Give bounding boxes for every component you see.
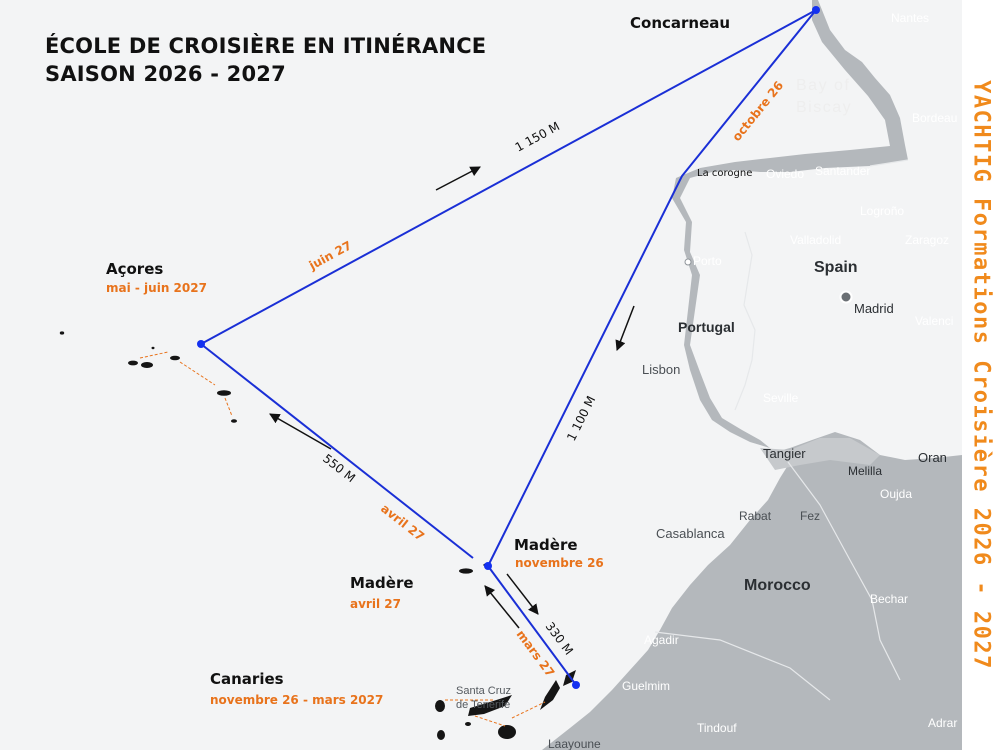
direction-arrows	[269, 166, 635, 629]
label-oran: Oran	[918, 450, 947, 465]
border-portugal-spain	[734, 231, 756, 411]
route-concarneau-madere	[487, 9, 817, 567]
border-morocco-algeria	[787, 461, 901, 681]
arrow-canaries-madere	[484, 585, 520, 629]
stop-acores-name: Açores	[106, 260, 163, 278]
waypoint-concarneau[interactable]	[812, 6, 820, 14]
stop-acores-date: mai - juin 2027	[106, 281, 207, 295]
route-acores-concarneau	[200, 9, 817, 345]
route-madere-acores	[200, 343, 474, 559]
landmass	[542, 0, 962, 750]
label-biscay: Biscay	[796, 99, 852, 116]
label-zaragoza: Zaragoz	[905, 233, 949, 247]
border-morocco-south	[654, 631, 831, 701]
strait-shading	[760, 438, 880, 470]
label-bordeaux: Bordeau	[912, 111, 957, 125]
label-valencia: Valenci	[915, 314, 953, 328]
label-logrono: Logroño	[860, 204, 904, 218]
label-nantes: Nantes	[891, 11, 929, 25]
label-santa-cruz-1: Santa Cruz	[456, 685, 511, 697]
waypoint-acores[interactable]	[197, 340, 205, 348]
label-oviedo: Oviedo	[766, 167, 804, 181]
label-tindouf: Tindouf	[697, 721, 737, 735]
label-laayoune: Laayoune	[548, 737, 601, 750]
page-subtitle: SAISON 2026 - 2027	[45, 62, 286, 86]
label-portugal: Portugal	[678, 319, 735, 335]
label-guelmim: Guelmim	[622, 679, 670, 693]
waypoint-madere[interactable]	[484, 562, 492, 570]
label-valladolid: Valladolid	[790, 233, 841, 247]
canaries-dashed-links	[445, 699, 546, 727]
arrow-madere-canaries	[506, 573, 539, 615]
stop-madere-nov-date: novembre 26	[515, 556, 604, 570]
basemap-labels: Nantes Bay of Biscay Bordeau Oviedo Sant…	[456, 11, 957, 750]
madrid-marker	[839, 290, 853, 304]
porto-dot	[684, 258, 692, 266]
arrow-madere-acores	[269, 413, 332, 450]
label-rabat: Rabat	[739, 509, 772, 523]
arrow-acores-concarneau	[435, 166, 481, 191]
label-tangier: Tangier	[763, 446, 806, 461]
label-melilla: Melilla	[848, 464, 882, 478]
stop-madere-avr-date: avril 27	[350, 597, 401, 611]
side-banner	[962, 0, 1000, 750]
stop-canaries-date: novembre 26 - mars 2027	[210, 693, 383, 707]
arrow-concarneau-madere	[615, 305, 635, 351]
label-seville: Seville	[763, 391, 799, 405]
label-porto: Porto	[693, 254, 722, 268]
label-fez: Fez	[800, 509, 820, 523]
stop-canaries-name: Canaries	[210, 670, 284, 688]
waypoint-canaries[interactable]	[572, 681, 580, 689]
label-lisbon: Lisbon	[642, 362, 680, 377]
azores-dashed-links	[139, 351, 233, 417]
azores-islands	[59, 331, 237, 423]
side-banner-text: YACHTIG Formations Croisière 2026 - 2027	[968, 80, 994, 670]
label-santander: Santander	[815, 164, 870, 178]
label-santa-cruz-2: de Tenerife	[456, 699, 510, 711]
label-oujda: Oujda	[880, 487, 912, 501]
stop-labels: Concarneau La corogne Madère novembre 26…	[106, 14, 752, 707]
city-dots	[684, 258, 853, 304]
label-madrid: Madrid	[854, 301, 894, 316]
route-lines	[200, 9, 817, 686]
waypoints	[197, 6, 820, 689]
stop-la-corogne-name: La corogne	[697, 168, 752, 179]
label-casablanca: Casablanca	[656, 526, 725, 541]
stop-madere-nov-name: Madère	[514, 536, 578, 554]
label-bechar: Bechar	[870, 592, 908, 606]
stop-madere-avr-name: Madère	[350, 574, 414, 592]
route-madere-canaries	[487, 565, 577, 686]
label-morocco: Morocco	[744, 577, 811, 594]
stop-concarneau-name: Concarneau	[630, 14, 730, 32]
label-adrar: Adrar	[928, 716, 957, 730]
label-agadir: Agadir	[644, 633, 679, 647]
border-france-spain	[869, 159, 909, 167]
page-title: ÉCOLE DE CROISIÈRE EN ITINÉRANCE	[45, 34, 487, 58]
label-spain: Spain	[814, 259, 858, 276]
label-bay: Bay of	[796, 77, 850, 94]
